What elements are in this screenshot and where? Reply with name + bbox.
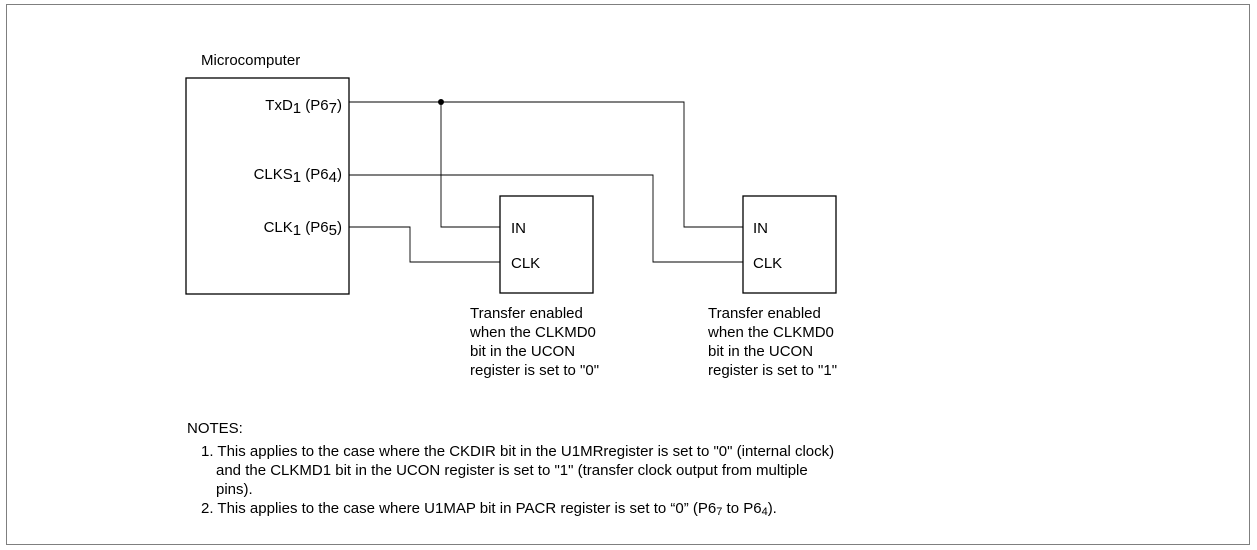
pin-label-clk1: CLK1 (P65) [264,219,342,239]
device-2-in-label: IN [753,220,768,237]
junction-dot [438,99,444,105]
device-2-caption: Transfer enabled when the CLKMD0 bit in … [708,305,838,379]
note-1-line-2: and the CLKMD1 bit in the UCON register … [216,462,808,479]
wire-txd1-branch [440,102,500,228]
microcomputer-title: Microcomputer [201,52,300,69]
note-1-line-3: pins). [216,481,253,498]
device-1-caption: Transfer enabled when the CLKMD0 bit in … [470,305,600,379]
note-2: 2. This applies to the case where U1MAP … [201,500,777,518]
note-1-line-1: 1. This applies to the case where the CK… [201,443,835,460]
wire-txd1 [349,101,743,228]
device-block-1 [499,195,594,294]
pin-label-clks1: CLKS1 (P64) [254,166,342,186]
device-1-in-label: IN [511,220,526,237]
device-block-2 [742,195,837,294]
wire-clk1 [349,226,500,263]
notes-title: NOTES: [187,420,243,437]
device-2-clk-label: CLK [753,255,782,272]
pin-label-txd1: TxD1 (P67) [265,97,342,117]
figure-frame [6,4,1250,545]
microcomputer-block [185,77,350,295]
device-1-clk-label: CLK [511,255,540,272]
wire-clks1 [349,174,743,263]
